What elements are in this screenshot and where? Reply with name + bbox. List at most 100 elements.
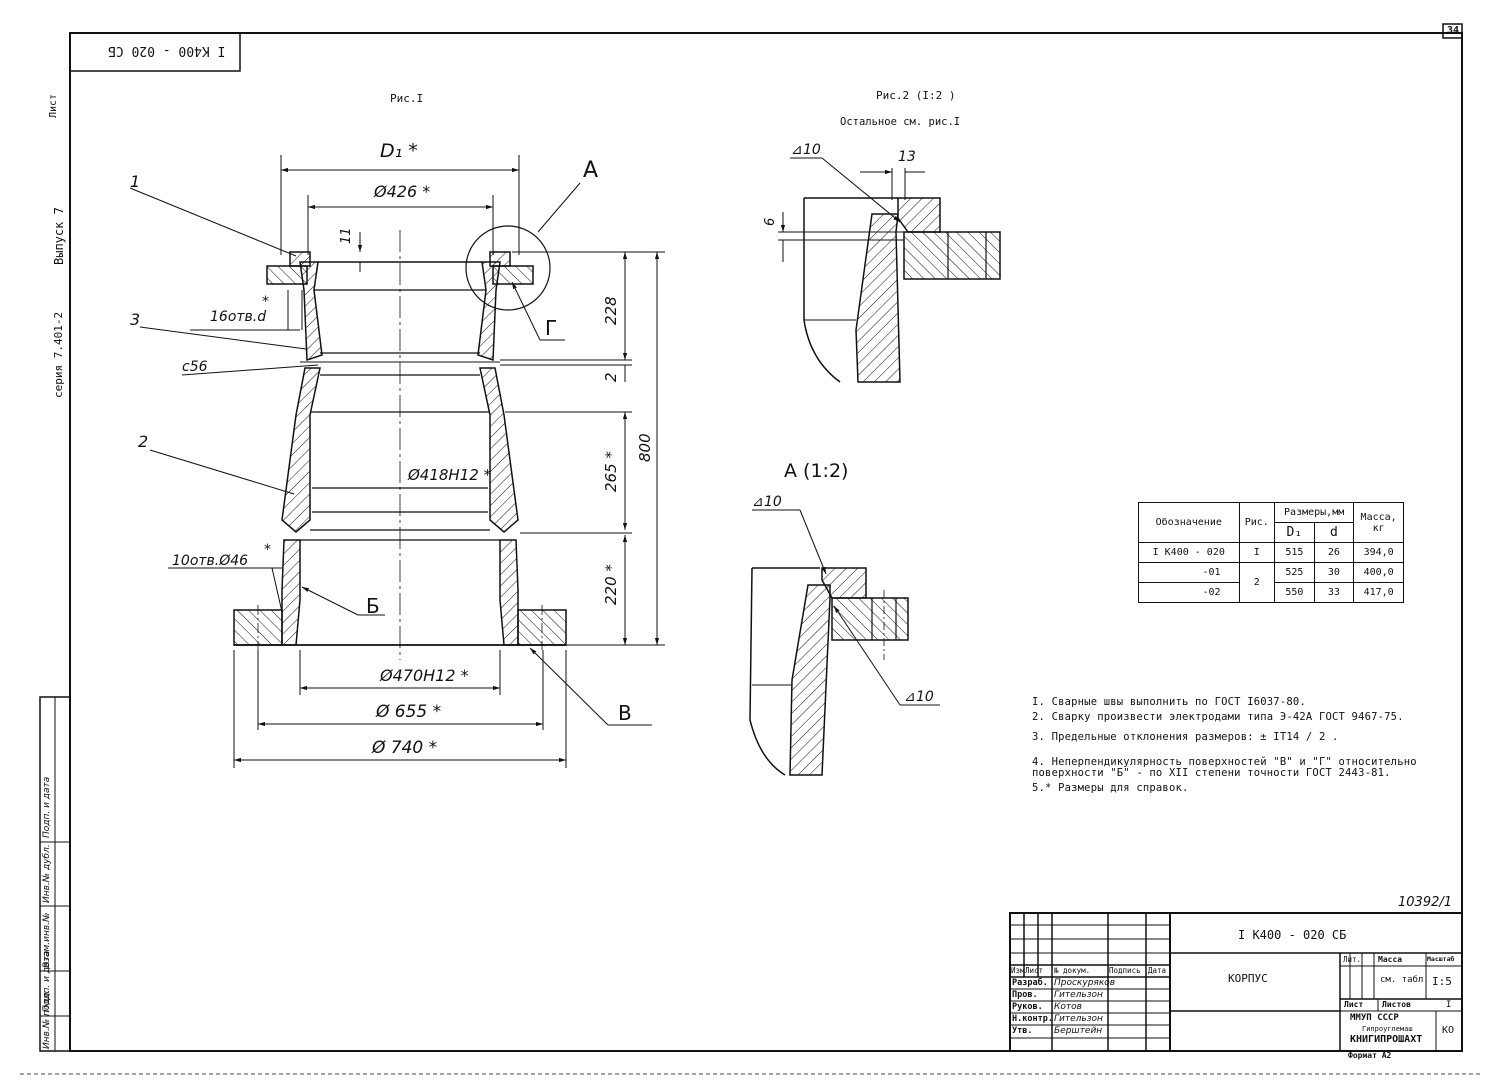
callout-2: 2 [138, 432, 149, 451]
spec-cell: 525 [1274, 562, 1315, 583]
dim-2: 2 [602, 372, 620, 382]
archive-number: 10392/1 [1398, 895, 1453, 910]
margin-series: серия 7.401-2 [52, 311, 65, 398]
table-row: -01 2 525 30 400,0 [1138, 562, 1404, 603]
margin-field-4: Инв.№ дубл. [42, 844, 52, 903]
figure2-subtitle: Остальное см. рис.I [840, 116, 961, 128]
callout-V: В [618, 701, 632, 725]
tb-mass-value: см. табл. [1380, 975, 1429, 985]
note-2: 2. Сварку произвести электродами типа Э-… [1032, 711, 1404, 723]
spec-header-d: d [1313, 522, 1355, 543]
spec-table: Обозначение Рис. Размеры,мм Масса, кг D₁… [1138, 502, 1404, 603]
spec-header-mass: Масса, кг [1353, 502, 1404, 543]
table-row: -02 550 33 417,0 [1138, 582, 1404, 603]
callout-B: Б [366, 594, 380, 618]
dim-holes16-star: * [262, 294, 269, 310]
spec-cell: 515 [1274, 542, 1315, 563]
tb-person-5: Берштейн [1054, 1026, 1103, 1036]
tb-role-4: Н.контр. [1012, 1014, 1053, 1024]
dim-740: Ø 740 * [372, 738, 438, 758]
tb-org2: Гипроуглемаш [1362, 1025, 1413, 1033]
dim-470: Ø470H12 * [380, 666, 469, 685]
callout-3: 3 [130, 310, 141, 329]
dim-265: 265 * [602, 451, 620, 492]
title-block-grid [1009, 912, 1463, 1052]
tb-lit: Лит. [1343, 955, 1362, 964]
spec-cell: 26 [1313, 542, 1355, 563]
spec-header-sizes: Размеры,мм [1274, 502, 1355, 523]
dim-c56: с56 [182, 359, 208, 375]
spec-cell: 394,0 [1353, 542, 1404, 563]
tb-org3: КНИГИПРОШАХТ [1350, 1034, 1423, 1045]
dim-holes10: 10отв.Ø46 [172, 553, 249, 569]
figure2-drawing [778, 157, 1001, 383]
sheet-frame [20, 23, 1480, 1075]
viewA-drawing [749, 509, 940, 776]
dim-228: 228 [602, 296, 620, 325]
viewA-weld-bottom: 10 [916, 689, 934, 705]
figure2-dim13: 13 [898, 149, 916, 165]
viewA-weld-bottom-icon: ⊿ [904, 689, 916, 705]
tb-col-date: Дата [1148, 966, 1167, 975]
spec-header-D1: D₁ [1274, 522, 1315, 543]
figure2-weld-icon: ⊿ [791, 142, 803, 158]
margin-issue: Выпуск 7 [52, 207, 66, 265]
spec-cell: 400,0 [1353, 562, 1404, 583]
tb-designation: I К400 - 020 СБ [1238, 928, 1347, 942]
tb-role-5: Утв. [1012, 1026, 1033, 1036]
spec-cell: I К400 - 020 [1138, 542, 1240, 563]
dim-11: 11 [339, 227, 354, 244]
spec-cell: 550 [1274, 582, 1315, 603]
tb-scale-value: I:5 [1432, 975, 1452, 988]
tb-org-code: КО [1442, 1025, 1455, 1036]
dim-220: 220 * [602, 564, 620, 605]
tb-org1: ММУП СССР [1350, 1013, 1399, 1023]
tb-sheets: Листов [1382, 1000, 1411, 1009]
dim-holes10-star: * [264, 542, 271, 558]
tb-person-1: Проскуряков [1054, 978, 1116, 988]
spec-cell: 2 [1238, 562, 1276, 603]
tb-person-3: Котов [1054, 1002, 1082, 1012]
tb-col-izm: Изм [1011, 966, 1025, 975]
figure2-title: Рис.2 (I:2 ) [876, 89, 956, 102]
tb-mass: Масса [1378, 955, 1403, 964]
spec-cell: I [1238, 542, 1276, 563]
spec-cell: 30 [1313, 562, 1355, 583]
tb-col-doc: № докум. [1054, 966, 1091, 975]
dim-426: Ø426 * [374, 182, 431, 201]
spec-cell: 33 [1313, 582, 1355, 603]
note-5: 5.* Размеры для справок. [1032, 782, 1189, 794]
callout-1: 1 [130, 172, 141, 191]
tb-person-4: Гительзон [1054, 1014, 1103, 1024]
dim-655: Ø 655 * [376, 702, 442, 722]
dim-D1: D₁ * [380, 140, 418, 162]
tb-sheet: Лист [1344, 1000, 1364, 1009]
callout-G: Г [545, 316, 558, 340]
note-4a: 4. Неперпендикулярность поверхностей "В"… [1032, 756, 1417, 768]
dim-418: Ø418H12 * [408, 466, 492, 484]
margin-page-label: Лист [48, 93, 59, 118]
tb-role-3: Руков. [1012, 1002, 1043, 1012]
spec-cell: 417,0 [1353, 582, 1404, 603]
figure1-title: Рис.I [390, 92, 424, 105]
tb-format: Формат А2 [1348, 1051, 1392, 1060]
dim-holes16: 16отв.d [210, 309, 267, 325]
sheet-number: 34 [1447, 25, 1460, 36]
tb-role-2: Пров. [1012, 990, 1038, 1000]
margin-field-3: Взам.инв.№ [42, 912, 52, 968]
spec-cell: -02 [1138, 582, 1240, 603]
margin-field-5: Подп. и дата [42, 776, 52, 838]
dim-800: 800 [636, 433, 654, 462]
header-stamp: I К400 - 020 СБ [108, 43, 226, 58]
tb-name: КОРПУС [1228, 972, 1268, 985]
callout-A: А [583, 158, 599, 183]
tb-col-list: Лист [1025, 966, 1044, 975]
tb-scale: Масштаб [1427, 955, 1455, 963]
spec-header-fig: Рис. [1238, 502, 1276, 543]
note-3: 3. Предельные отклонения размеров: ± IT1… [1032, 731, 1339, 743]
note-1: I. Сварные швы выполнить по ГОСТ I6037-8… [1032, 696, 1306, 708]
figure2-dim6: 6 [763, 217, 778, 226]
tb-role-1: Разраб. [1012, 978, 1048, 988]
viewA-title: А (1:2) [784, 460, 849, 482]
